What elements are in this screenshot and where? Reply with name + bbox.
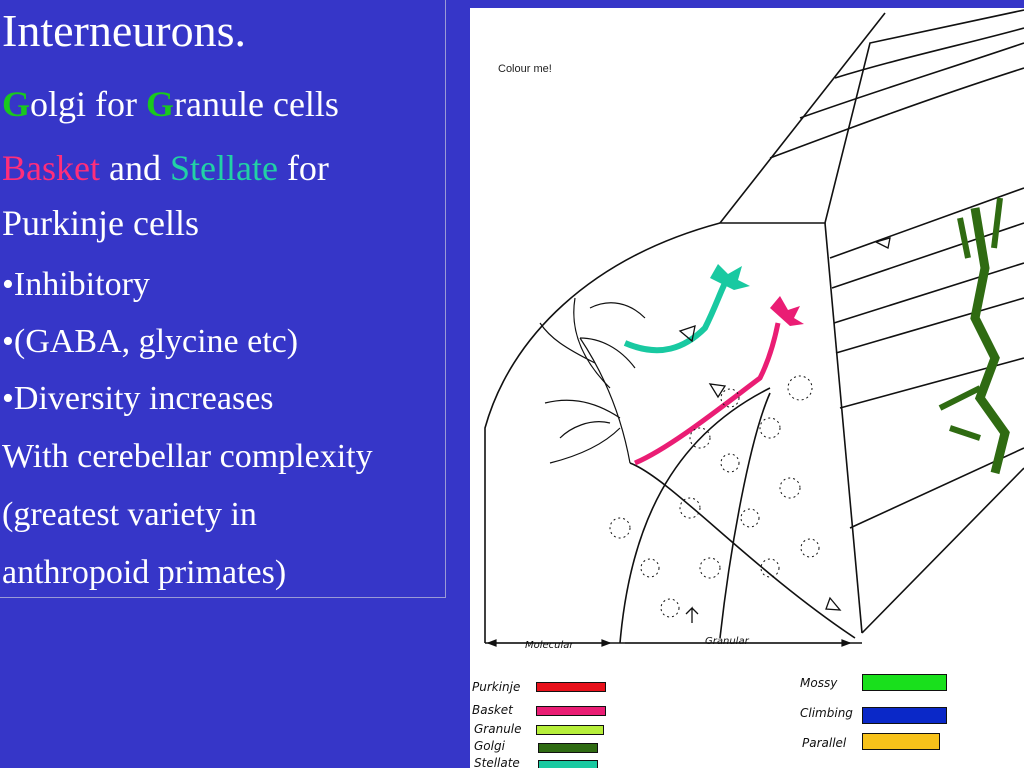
- key-climbing-label: Climbing: [800, 706, 853, 720]
- bottom-edge: [861, 467, 1024, 634]
- molecular-label: Molecular: [525, 640, 574, 651]
- golgi-line: Golgi for Granule cells: [2, 86, 339, 122]
- tail-line-1: With cerebellar complexity: [2, 438, 373, 475]
- key-basket-label: Basket: [472, 703, 513, 717]
- cerebellum-drawing: Molecular Granular: [484, 9, 1024, 651]
- bullet-diversity: •Diversity increases: [2, 380, 274, 417]
- slide-text-panel: Interneurons. Golgi for Granule cells Ba…: [0, 0, 446, 598]
- side-line-3: [833, 262, 1024, 324]
- key-golgi-label: Golgi: [474, 739, 505, 753]
- golgi-initial: G: [2, 84, 31, 124]
- fold-2: [799, 42, 1024, 119]
- key-parallel-swatch: [862, 733, 940, 750]
- key-parallel-label: Parallel: [802, 736, 847, 750]
- key-climbing-swatch: [862, 707, 947, 724]
- slide-title: Interneurons.: [2, 5, 246, 56]
- granular-label: Granular: [705, 636, 750, 647]
- stellate-word: Stellate: [169, 148, 278, 188]
- mossy-path: [719, 392, 771, 639]
- golgi-cell: [970, 207, 1010, 475]
- basket-word: Basket: [2, 148, 100, 188]
- basket-cell-body: [770, 296, 804, 326]
- climbing-path: [629, 462, 856, 639]
- side-line-1: [829, 187, 1024, 259]
- arrows: [678, 237, 891, 623]
- key-mossy-swatch: [862, 674, 947, 691]
- colour-me-caption: Colour me!: [498, 63, 552, 75]
- purkinje-tree: [539, 297, 646, 464]
- golgi-branches: [938, 197, 1003, 441]
- side-line-2: [831, 222, 1024, 289]
- layer-axis: [486, 639, 852, 647]
- tail-line-2: (greatest variety in: [2, 496, 257, 533]
- fold-3: [834, 27, 1024, 79]
- purkinje-line: Purkinje cells: [2, 203, 199, 243]
- granule-text: ranule cells: [174, 84, 339, 124]
- key-stellate-swatch: [538, 760, 598, 768]
- key-purkinje-swatch: [536, 682, 606, 692]
- and-word: and: [99, 148, 170, 188]
- cerebellum-diagram: Molecular Granular Colour me! Purkinje B…: [470, 8, 1024, 768]
- for-word: for: [277, 148, 329, 188]
- layer-boundary: [619, 387, 771, 644]
- granule-cells: [609, 375, 820, 618]
- bullet-gaba: •(GABA, glycine etc): [2, 323, 299, 360]
- tail-line-3: anthropoid primates): [2, 554, 287, 591]
- key-purkinje-label: Purkinje: [472, 680, 521, 694]
- basket-stellate-line: Basket and Stellate for: [2, 150, 329, 186]
- stellate-cell-body: [710, 264, 750, 290]
- key-mossy-label: Mossy: [800, 676, 838, 690]
- side-line-4: [835, 297, 1024, 354]
- top-edge: [719, 12, 886, 224]
- front-edge: [824, 222, 863, 634]
- stellate-cell: [623, 281, 728, 354]
- bullet-inhibitory: •Inhibitory: [2, 266, 150, 303]
- key-granule-swatch: [536, 725, 604, 735]
- key-granule-label: Granule: [474, 722, 522, 736]
- key-golgi-swatch: [538, 743, 598, 753]
- block-outline: [484, 9, 1024, 643]
- fold-1: [769, 67, 1024, 159]
- basket-cell: [634, 322, 781, 466]
- granule-initial: G: [146, 84, 175, 124]
- key-stellate-label: Stellate: [474, 756, 520, 768]
- key-basket-swatch: [536, 706, 606, 716]
- golgi-text: olgi for: [30, 84, 146, 124]
